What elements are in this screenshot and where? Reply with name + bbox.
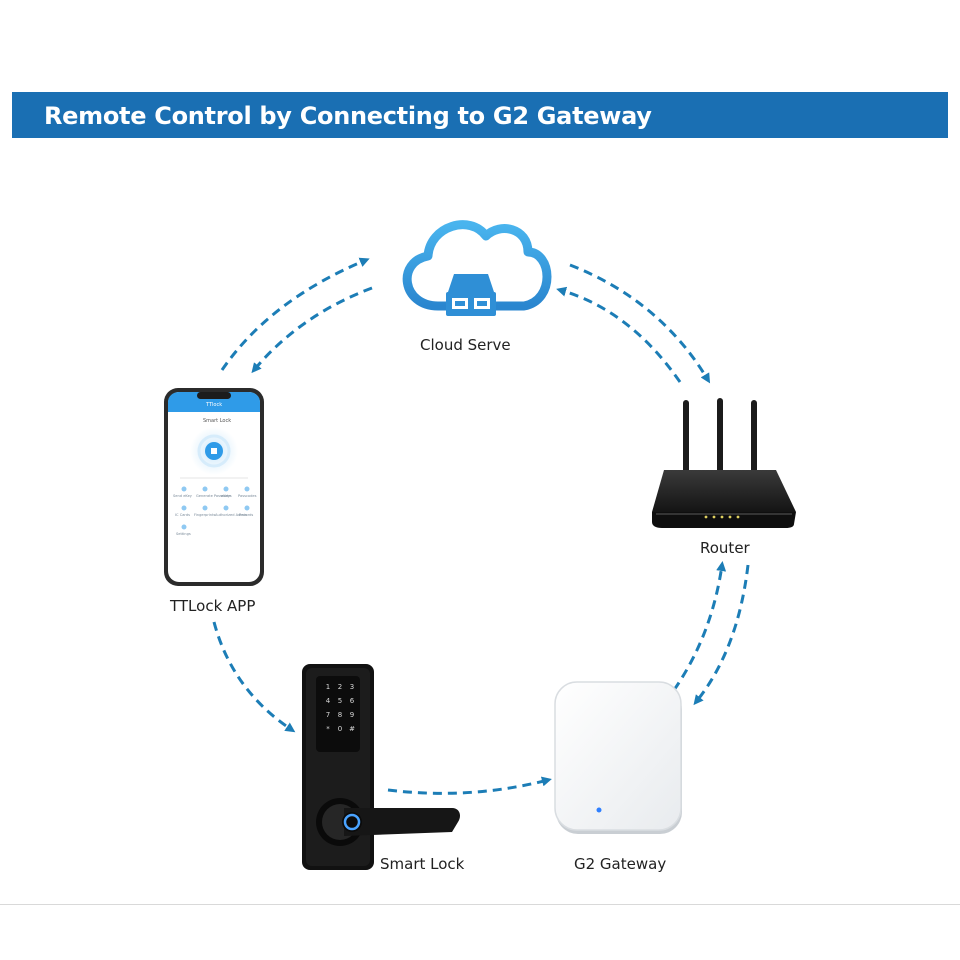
arrow-router-to-cloud [556,286,682,383]
app-menu-item: Generate Passcode [196,494,231,498]
keypad-key: 0 [337,725,343,733]
keypad-key: 7 [325,711,331,719]
keypad-key: 8 [337,711,343,719]
router-label: Router [700,539,750,557]
smartphone-icon [164,388,264,586]
footer-divider [0,904,960,905]
keypad-key: 9 [349,711,355,719]
cloud-label: Cloud Serve [420,336,511,354]
app-menu-item: Settings [176,532,191,536]
app-menu-item: IC Cards [175,513,190,517]
smart-lock-icon [302,664,460,870]
keypad-key: 6 [349,697,355,705]
keypad-key: 4 [325,697,331,705]
app-menu-item: Send eKey [173,494,192,498]
keypad-key: 1 [325,683,331,691]
app-menu-item: eKeys [221,494,232,498]
keypad-key: * [326,725,330,733]
arrow-router-to-gateway [693,564,750,706]
app-label: TTLock APP [170,597,256,615]
arrow-cloud-to-app [251,286,373,374]
arrow-gateway-to-router [672,561,727,691]
gateway-icon [554,681,682,834]
arrow-app-to-lock [212,621,296,733]
keypad-key: 2 [337,683,343,691]
arrow-app-to-cloud [220,257,370,371]
app-menu-item: Records [239,513,254,517]
lock-label: Smart Lock [380,855,465,873]
app-screen-header: TTlock [206,402,223,408]
keypad-key: 5 [337,697,343,705]
arrow-lock-to-gateway [387,776,552,795]
keypad-key: 3 [349,683,355,691]
gateway-label: G2 Gateway [574,855,667,873]
lock-keypad: 1 2 3 4 5 6 7 8 9 * 0 # [322,683,358,733]
app-menu-item: Passcodes [238,494,257,498]
page-title: Remote Control by Connecting to G2 Gatew… [44,102,652,130]
app-menu-item: Fingerprints [194,513,216,517]
keypad-key: # [349,725,355,733]
app-screen-title: Smart Lock [203,418,232,424]
app-menu-item: Authorized Admin [215,513,248,517]
arrow-cloud-to-router [569,263,711,384]
cloud-server-icon [402,220,552,316]
header-banner: Remote Control by Connecting to G2 Gatew… [12,92,948,138]
router-icon [652,398,796,528]
